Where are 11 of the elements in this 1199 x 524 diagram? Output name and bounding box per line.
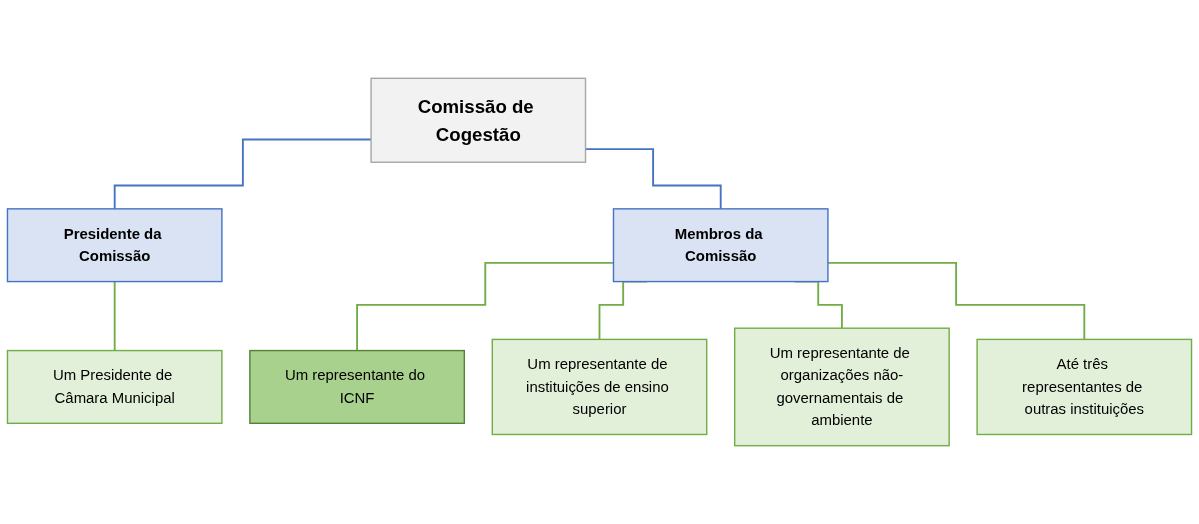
connector (113, 280, 116, 352)
node-box: Um representante de organizações não-governamentais de ambiente (734, 327, 950, 447)
node-box: Um representante do ICNF (249, 349, 465, 424)
node-box: Até três representantes de outras instituições (976, 338, 1193, 436)
node-box: Presidente da Comissão (6, 208, 223, 283)
node-box: Membros da Comissão (612, 208, 829, 283)
connector (113, 138, 372, 210)
node-box: Um representante de instituições de ensino superior (491, 338, 708, 436)
node-box: Um Presidente de Câmara Municipal (6, 349, 223, 424)
connector (827, 261, 1086, 341)
node-box: Comissão de Cogestão (370, 77, 587, 163)
